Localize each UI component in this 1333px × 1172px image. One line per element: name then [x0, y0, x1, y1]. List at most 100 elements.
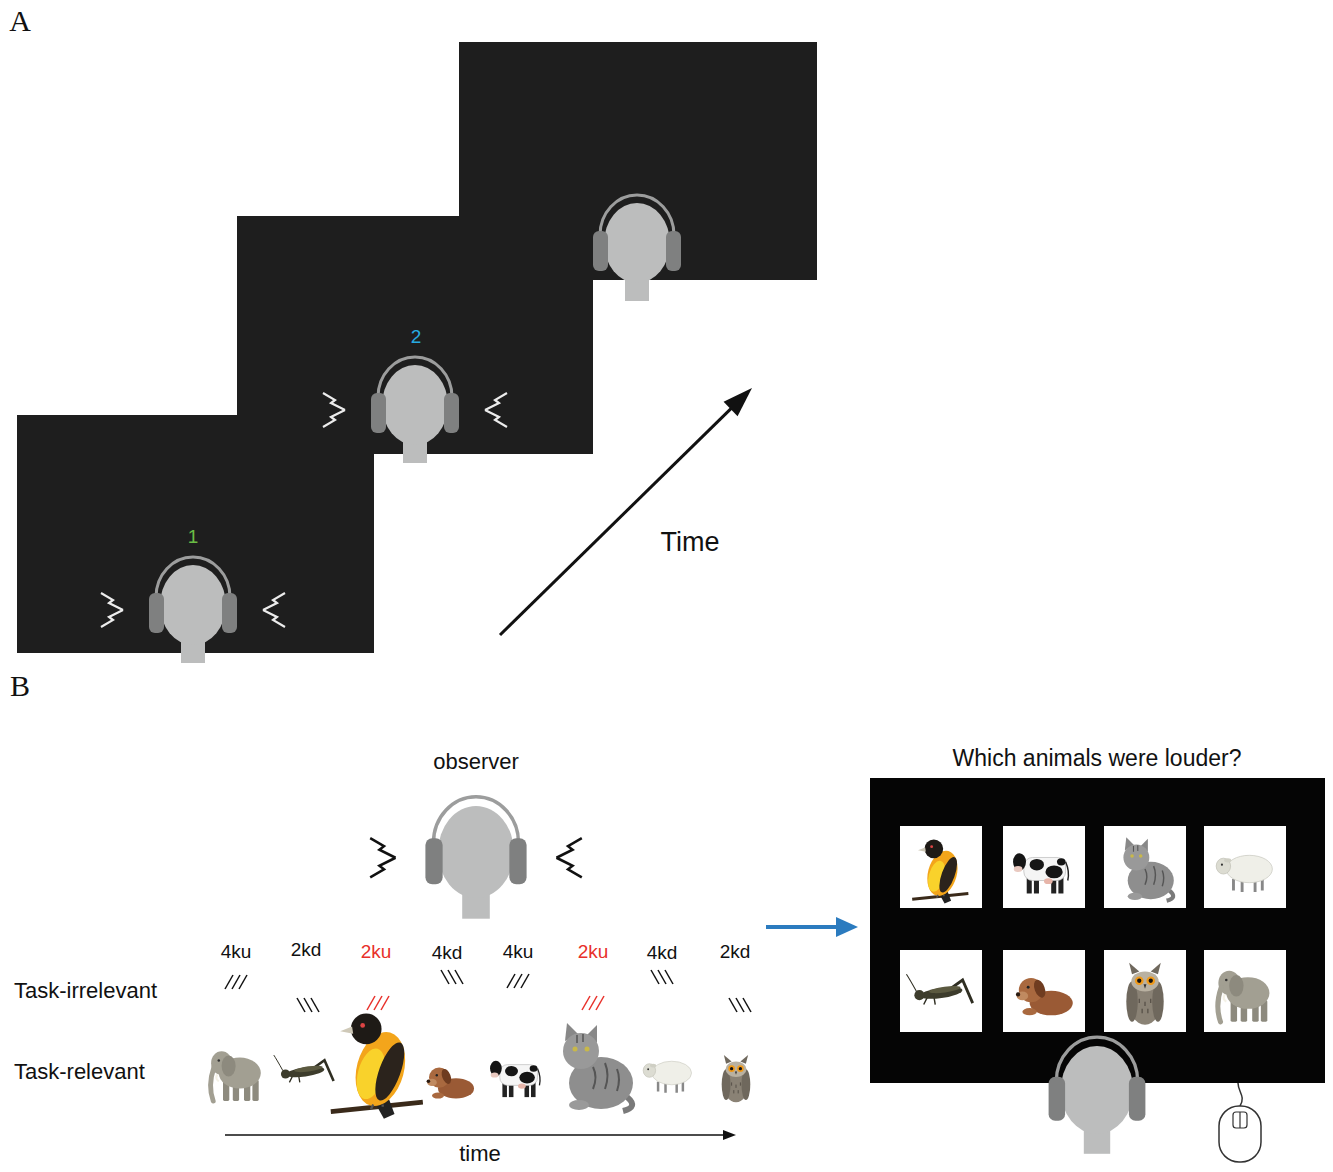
shape-part	[652, 1061, 692, 1085]
shape-part	[485, 410, 507, 427]
shape-part	[1049, 1077, 1066, 1121]
shape-part	[455, 970, 463, 984]
shape-part	[371, 393, 386, 433]
shape-part	[381, 996, 389, 1010]
shape-part	[643, 1064, 655, 1078]
shape-part	[374, 996, 382, 1010]
listener-head	[370, 797, 582, 919]
shape-part	[1151, 963, 1161, 975]
shape-part	[914, 990, 924, 1000]
shape-part	[1014, 866, 1023, 872]
sound-code: 2ku	[578, 941, 609, 963]
shape-part	[1066, 862, 1069, 881]
shape-part	[557, 838, 582, 858]
panel-letter: B	[10, 669, 30, 704]
shape-part	[596, 996, 604, 1010]
shape-part	[514, 974, 522, 988]
shape-part	[1137, 979, 1141, 983]
shape-part	[1225, 979, 1228, 982]
elephant-picture	[211, 1051, 261, 1101]
shape-part	[530, 1065, 538, 1072]
shape-part	[936, 855, 961, 895]
shape-part	[651, 970, 659, 984]
choice-tile	[1204, 826, 1286, 908]
time-arrow	[500, 388, 752, 635]
listener-head	[1049, 1037, 1146, 1154]
sound-marks	[370, 838, 395, 877]
sweep-mark	[582, 996, 604, 1010]
shape-part	[836, 917, 858, 937]
shape-part	[263, 610, 285, 627]
shape-part	[1016, 992, 1020, 996]
shape-part	[160, 565, 226, 645]
shape-part	[577, 1034, 583, 1043]
shape-part	[723, 1130, 736, 1140]
question-heading: Which animals were louder?	[953, 745, 1243, 771]
observer-label: observer	[433, 749, 519, 774]
shape-part	[225, 1134, 725, 1136]
panel-letter: A	[9, 4, 31, 39]
shape-part	[1024, 857, 1066, 880]
sound-marks	[263, 593, 285, 627]
shape-part	[665, 970, 673, 984]
shape-part	[441, 970, 449, 984]
shape-part	[1027, 986, 1030, 989]
shape-part	[919, 985, 963, 1001]
shape-part	[509, 838, 526, 884]
shape-part	[930, 845, 933, 848]
shape-part	[728, 1065, 735, 1072]
shape-part	[519, 1072, 535, 1084]
shape-part	[929, 984, 961, 994]
shape-part	[666, 231, 681, 271]
shape-part	[491, 1072, 499, 1077]
shape-part	[650, 1064, 656, 1068]
shape-part	[369, 1039, 410, 1104]
sweep-mark	[225, 975, 247, 989]
shape-part	[367, 996, 375, 1010]
shape-part	[263, 593, 285, 610]
shape-part	[1129, 1077, 1146, 1121]
frame-number: 1	[188, 526, 200, 548]
shape-part	[222, 593, 237, 633]
grasshopper-picture	[274, 1055, 334, 1082]
shape-part	[156, 557, 230, 607]
sound-marks	[101, 593, 123, 627]
shape-part	[323, 410, 345, 427]
shape-part	[211, 1067, 214, 1101]
shape-part	[906, 974, 916, 991]
shape-part	[149, 593, 164, 633]
choice-tile	[1204, 950, 1286, 1032]
sweep-mark	[729, 998, 751, 1012]
shape-part	[294, 1064, 323, 1073]
shape-part	[1129, 963, 1139, 975]
screen	[17, 415, 374, 653]
shape-part	[436, 1074, 438, 1076]
sweep-mark	[441, 970, 463, 984]
shape-part	[1056, 1037, 1137, 1092]
shape-part	[1139, 999, 1151, 1013]
shape-part	[740, 1055, 748, 1064]
shape-part	[274, 1055, 283, 1071]
shape-part	[1133, 845, 1137, 851]
cat-picture	[1123, 837, 1173, 900]
cow-picture	[1013, 853, 1068, 893]
shape-part	[730, 1067, 733, 1070]
sound-code: 4ku	[503, 941, 534, 963]
shape-part	[1233, 1112, 1247, 1128]
sound-code: 2ku	[361, 941, 392, 963]
listener-head	[101, 557, 285, 663]
shape-part	[1131, 971, 1158, 991]
shape-part	[589, 996, 597, 1010]
shape-part	[737, 1065, 744, 1072]
shape-part	[518, 1083, 526, 1088]
shape-part	[218, 1059, 221, 1062]
cat-picture	[563, 1023, 633, 1111]
shape-part	[732, 1082, 741, 1093]
shape-part	[1128, 893, 1142, 900]
shape-part	[101, 610, 123, 627]
shape-part	[538, 1069, 541, 1086]
sweep-mark	[507, 974, 529, 988]
choice-tile	[900, 950, 982, 1032]
shape-part	[658, 970, 666, 984]
shape-part	[604, 203, 670, 283]
